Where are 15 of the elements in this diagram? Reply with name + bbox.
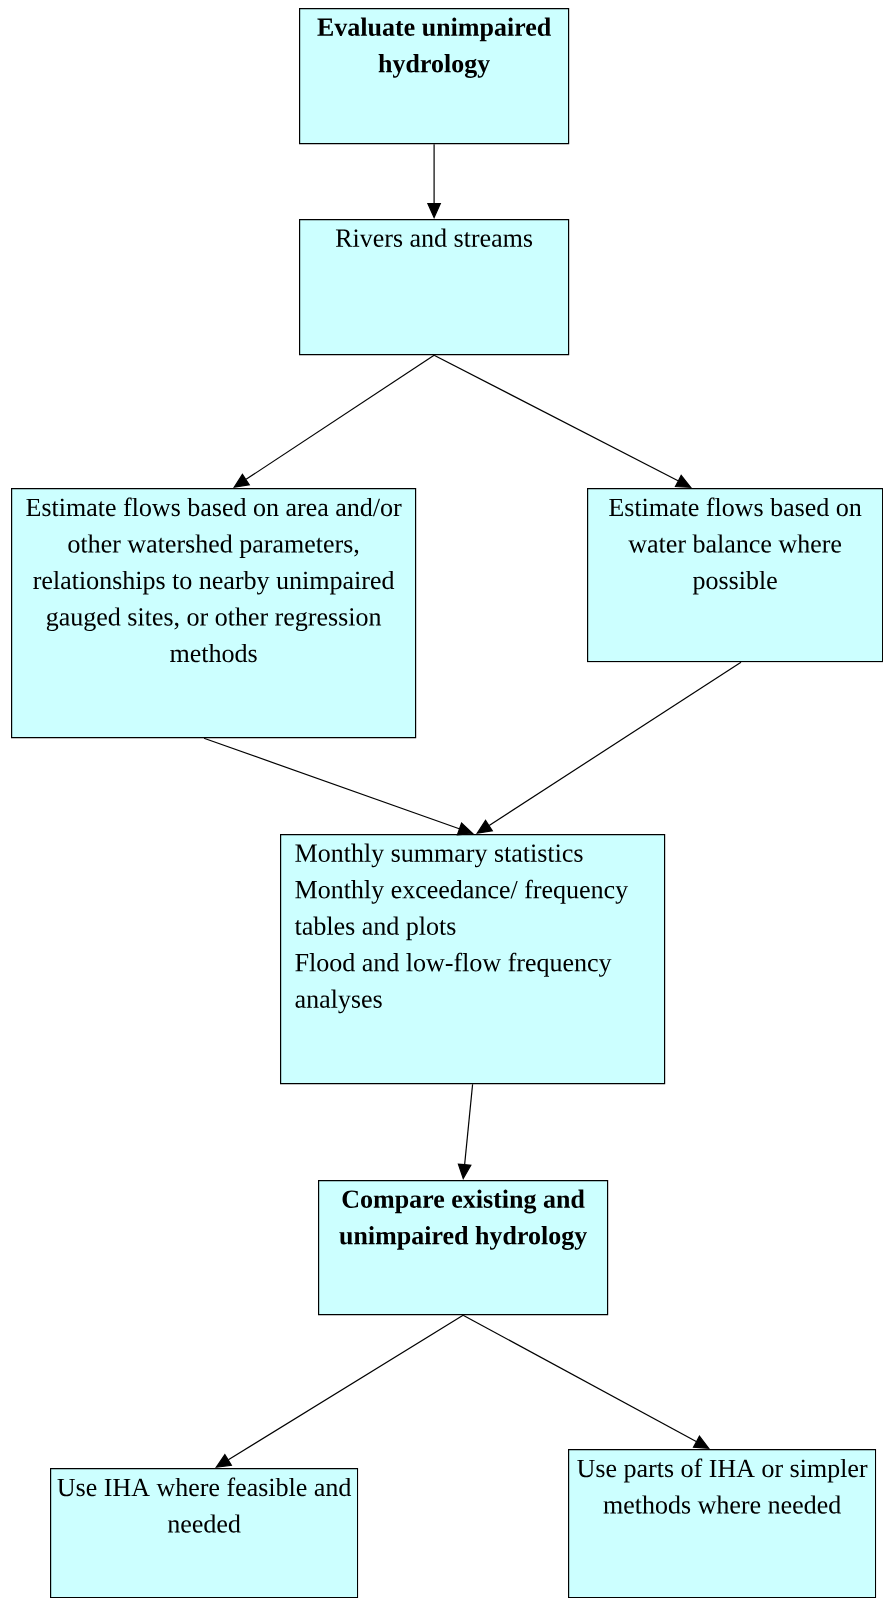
process-box: Compare existing and unimpaired hydrology — [318, 1180, 609, 1316]
process-box: Monthly summary statistics Monthly exceedance/ frequency tables and plots Flood and low-flow frequency analyses — [280, 834, 666, 1085]
arrow — [462, 1314, 710, 1449]
process-box: Use parts of IHA or simpler methods where needed — [568, 1449, 877, 1598]
process-box: Estimate flows based on area and/or other watershed parameters, relationships to nearby unimpaired gauged sites, or other regression methods — [11, 488, 417, 739]
arrow — [457, 1083, 474, 1180]
process-box: Rivers and streams — [299, 219, 570, 356]
arrow — [433, 354, 692, 488]
arrow — [215, 1314, 464, 1468]
arrow — [203, 737, 474, 836]
process-box: Evaluate unimpaired hydrology — [299, 8, 570, 145]
process-box: Estimate flows based on water balance where possible — [587, 488, 883, 663]
arrow — [476, 661, 742, 834]
process-box: Use IHA where feasible and needed — [50, 1468, 359, 1598]
arrow — [233, 354, 435, 488]
